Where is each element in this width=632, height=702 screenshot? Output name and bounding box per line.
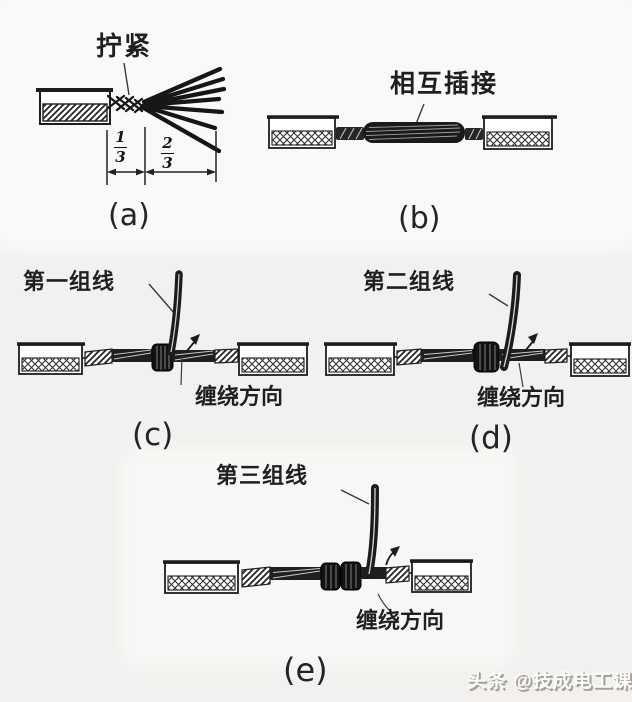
coil-wrap-d — [473, 341, 500, 373]
bare-core-c-left — [112, 349, 153, 362]
fraction-two-thirds: 2 3 — [161, 136, 174, 171]
panel-c-art — [17, 270, 309, 386]
direction-label-d: 缠绕方向 — [477, 385, 566, 410]
panel-background-bottom — [130, 458, 508, 658]
caption-b: (b) — [398, 201, 441, 236]
bare-core-e-left — [270, 567, 322, 580]
dimension-arrowheads — [107, 168, 216, 176]
fraction-one-numerator: 1 — [115, 128, 126, 146]
group1-label: 第一组线 — [23, 269, 116, 294]
caption-d: (d) — [469, 420, 513, 456]
bare-core-d-left — [421, 349, 475, 362]
winding-direction-arrow-icon-d — [524, 333, 538, 352]
group3-label: 第三组线 — [216, 463, 309, 488]
twisted-stub-left — [336, 127, 364, 140]
direction-leader-line-c — [180, 355, 183, 386]
caption-c: (c) — [132, 417, 174, 453]
insulation-c-right — [237, 342, 309, 376]
binding-wrap-d-left-hatch — [397, 349, 421, 365]
twisted-stub-right — [465, 128, 483, 140]
insert-leader-line — [415, 103, 425, 125]
insert-label: 相互插接 — [390, 70, 499, 98]
group2-leader-line — [488, 293, 509, 307]
insulation-a — [36, 88, 113, 125]
winding-direction-arrow-icon-e — [385, 546, 400, 566]
fraction-two-denominator: 3 — [162, 154, 173, 172]
fraction-two-bar — [161, 153, 174, 154]
upright-wire-d — [500, 271, 521, 371]
binding-wrap-c-left-hatch — [85, 349, 112, 366]
binding-wrap-e-left-hatch — [242, 567, 270, 587]
bare-core-c-right — [172, 350, 215, 362]
panel-b-art — [267, 103, 557, 150]
insulation-b-left — [267, 115, 339, 149]
group2-label: 第二组线 — [363, 269, 456, 294]
direction-label-e: 缠绕方向 — [356, 608, 445, 633]
coil-wrap-e-first — [320, 562, 341, 591]
panel-e-art — [163, 484, 473, 612]
binding-wrap-d-right-hatch — [545, 349, 567, 363]
upright-wire-c — [167, 270, 183, 356]
fanned-strands — [139, 66, 227, 154]
binding-wrap-c-right-hatch — [215, 349, 238, 363]
fraction-two-numerator: 2 — [162, 134, 173, 152]
fraction-one-bar — [114, 147, 127, 148]
caption-a: (a) — [108, 198, 150, 233]
direction-leader-line-e — [377, 593, 391, 612]
insulation-e-right — [410, 559, 473, 593]
watermark-text: 头条 @技成电工课堂 — [467, 671, 632, 692]
insulation-d-left — [324, 342, 397, 376]
caption-e: (e) — [283, 651, 328, 689]
fraction-one-denominator: 3 — [115, 148, 126, 166]
insulation-e-left — [163, 560, 240, 594]
tighten-leader-line — [123, 62, 130, 96]
group1-leader-line — [148, 283, 176, 315]
group3-leader-line — [340, 489, 370, 505]
coil-wrap-e-second — [340, 561, 362, 591]
insulation-d-right — [569, 342, 631, 377]
insulation-c-left — [17, 342, 85, 375]
dimension-lines — [106, 127, 217, 185]
upright-wire-e — [365, 484, 379, 578]
direction-leader-line-d — [518, 362, 524, 388]
winding-direction-arrow-icon-c — [185, 334, 200, 353]
binding-wrap-e-right-hatch — [386, 566, 409, 583]
fraction-one-third: 1 3 — [114, 130, 127, 165]
tighten-label: 拧紧 — [96, 31, 153, 61]
joined-core-b — [363, 122, 465, 143]
panel-a-art — [36, 62, 227, 185]
insulation-b-right — [482, 115, 557, 150]
bare-core-e-right — [361, 567, 387, 579]
panel-d-art — [324, 271, 631, 388]
direction-label-c: 缠绕方向 — [195, 384, 284, 409]
